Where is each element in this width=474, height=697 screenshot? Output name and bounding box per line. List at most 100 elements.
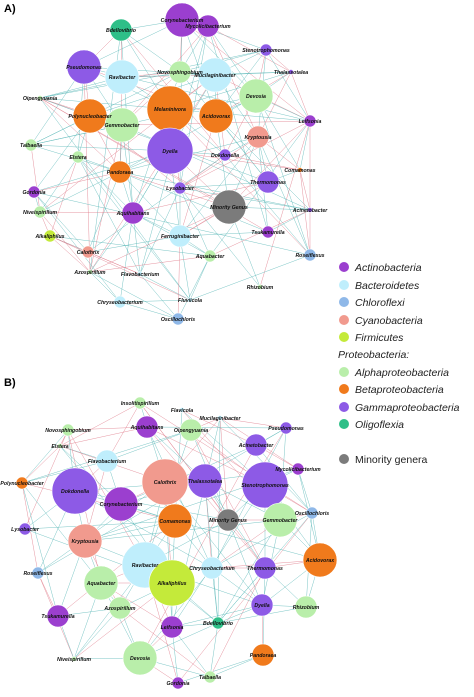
network-panel-a: CorynebacteriumBdellovibrioMycolicibacte… xyxy=(20,2,329,326)
network-edge xyxy=(179,187,211,257)
network-edge xyxy=(119,607,211,678)
node-azospirillum xyxy=(87,269,93,275)
node-label-tsukamurella: Tsukamurella xyxy=(251,230,284,236)
network-edge xyxy=(189,254,311,301)
network-edge xyxy=(89,271,179,320)
node-label-rhizobium: Rhizobium xyxy=(293,605,320,611)
node-label-aquabacter: Aquabacter xyxy=(195,254,226,260)
node-rhizobium xyxy=(294,595,318,619)
node-talbaella xyxy=(203,670,217,684)
network-edge xyxy=(259,120,311,288)
node-label-pandoraea: Pandoraea xyxy=(107,170,134,176)
network-edge xyxy=(217,519,281,624)
network-edge xyxy=(33,171,121,193)
network-edge xyxy=(119,299,191,303)
node-label-roseiflexus: Roseiflexus xyxy=(23,571,52,577)
node-aquihabitans xyxy=(135,415,159,439)
network-edge xyxy=(59,402,141,447)
node-label-insolitispirillum: Insolitispirillum xyxy=(121,401,160,407)
network-edge xyxy=(177,235,181,320)
node-label-ravibacter: Ravibacter xyxy=(109,75,137,81)
node-label-elstera: Elstera xyxy=(51,444,68,450)
node-lysobacter xyxy=(18,522,32,536)
node-thermomonas xyxy=(253,556,277,580)
network-edge xyxy=(179,136,259,189)
network-edge xyxy=(177,255,211,320)
node-talbaella xyxy=(24,138,38,152)
legend-swatch-chloro xyxy=(339,297,349,307)
node-label-acidovorax: Acidovorax xyxy=(305,558,335,564)
node-minority-genus xyxy=(211,189,247,225)
network-edge xyxy=(33,191,89,253)
node-label-acinetobacter: Acinetobacter xyxy=(292,208,329,214)
node-mucilaginibacter xyxy=(217,415,223,421)
network-edge xyxy=(21,482,102,584)
network-edge xyxy=(204,480,219,624)
node-label-dyella: Dyella xyxy=(254,603,269,609)
network-edge xyxy=(267,209,311,233)
node-label-aquihabitans: Aquihabitans xyxy=(116,211,150,217)
node-label-minority-genus: Minority Genus xyxy=(210,205,248,211)
node-label-oscillochloris: Oscillochloris xyxy=(295,511,329,517)
network-edge xyxy=(119,301,179,320)
network-edge xyxy=(24,520,176,530)
node-elstera xyxy=(57,443,63,449)
network-edge xyxy=(179,120,311,189)
node-alkaliphilus xyxy=(43,229,57,243)
node-chryseobacterium xyxy=(113,295,127,309)
legend-swatch-gamma xyxy=(339,402,349,412)
node-label-mucilaginibacter: Mucilaginibacter xyxy=(200,416,242,422)
network-edge xyxy=(169,108,311,256)
network-edge xyxy=(139,567,213,659)
node-label-azospirillum: Azospirillum xyxy=(103,606,136,612)
node-label-elstera: Elstera xyxy=(69,155,86,161)
node-label-alkaliphilus: Alkaliphilus xyxy=(34,234,64,240)
node-pseudomonas xyxy=(279,421,293,435)
network-edge xyxy=(177,654,264,684)
network-edge xyxy=(179,181,269,189)
network-edge xyxy=(219,417,229,521)
network-edge xyxy=(39,156,79,213)
legend-label-actino: Actinobacteria xyxy=(354,262,422,274)
network-edge xyxy=(77,156,141,275)
node-label-oipengyuania: Oipengyuania xyxy=(174,428,208,434)
node-acidovorax xyxy=(302,542,338,578)
network-edge xyxy=(89,255,211,273)
node-dokdonella xyxy=(218,148,232,162)
legend-label-cyano: Cyanobacteria xyxy=(355,315,423,327)
node-insolitispirillum xyxy=(133,396,147,410)
node-label-polynucleobacter: Polynucleobacter xyxy=(68,114,112,120)
network-panel-b: InsolitispirillumFlavicolaNovosphingobiu… xyxy=(0,396,338,690)
node-gemmobacter xyxy=(104,107,140,143)
network-edge xyxy=(49,235,91,273)
node-label-mycolicibacterium: Mycolicibacterium xyxy=(275,467,321,473)
node-label-corynebacterium: Corynebacterium xyxy=(161,18,204,24)
node-acinetobacter xyxy=(307,207,313,213)
node-lysobacter xyxy=(173,181,187,195)
node-bdellovibrio xyxy=(211,616,225,630)
node-label-corynebacterium: Corynebacterium xyxy=(100,502,143,508)
network-edge xyxy=(179,231,269,237)
node-label-gemmobacter: Gemmobacter xyxy=(105,123,141,129)
node-label-oscillochloris: Oscillochloris xyxy=(161,317,195,323)
node-rhizobium xyxy=(257,284,263,290)
network-edge xyxy=(171,604,263,628)
legend-swatch-oligo xyxy=(339,419,349,429)
node-label-niveispirillum: Niveispirillum xyxy=(23,210,57,216)
node-dyella xyxy=(146,127,194,175)
network-edge xyxy=(181,19,257,97)
network-edge xyxy=(57,520,176,617)
legend-label-alpha: Alphaproteobacteria xyxy=(354,367,449,379)
panel-a-label: A) xyxy=(4,3,16,15)
network-edge xyxy=(297,468,313,514)
panel-b-label: B) xyxy=(4,377,16,389)
node-label-thermomonas: Thermomonas xyxy=(250,180,286,186)
node-devosia xyxy=(122,640,158,676)
node-label-thalassotalea: Thalassotalea xyxy=(274,70,308,76)
node-label-stenotrophomonas: Stenotrophomonas xyxy=(241,483,289,489)
node-label-azospirillum: Azospirillum xyxy=(73,270,106,276)
network-edge xyxy=(39,97,191,301)
node-label-kryptousia: Kryptousia xyxy=(71,539,98,545)
legend-swatch-minority xyxy=(339,454,349,464)
network-edge xyxy=(139,187,181,275)
